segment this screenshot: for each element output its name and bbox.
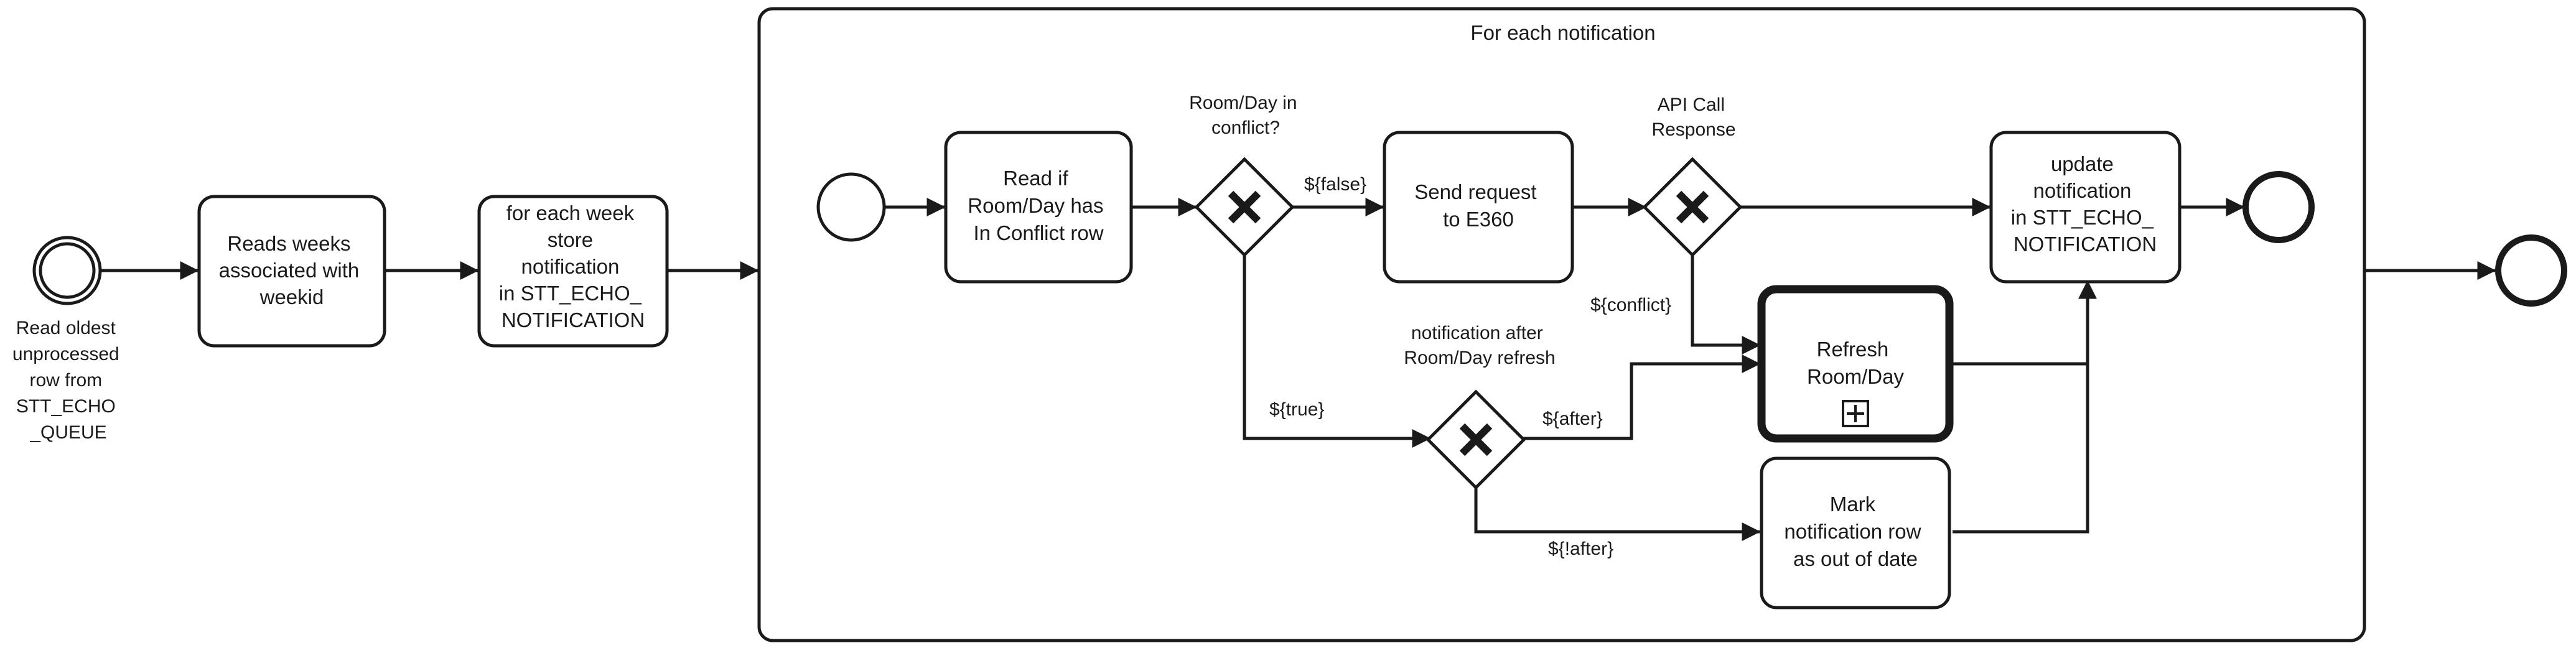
gateway-api-response-label: API Call Response: [1651, 95, 1735, 140]
task-label-line: Room/Day: [1807, 365, 1904, 388]
gateway-conflict[interactable]: [1194, 157, 1295, 257]
gateway-label-line: Response: [1651, 119, 1735, 140]
task-label-line: Mark: [1830, 493, 1876, 516]
inner-start-event[interactable]: [816, 172, 886, 242]
task-label: for each week store notification in STT_…: [499, 201, 647, 331]
task-store-notification[interactable]: for each week store notification in STT_…: [477, 195, 669, 348]
task-label-line: NOTIFICATION: [502, 308, 645, 331]
flow-refresh-to-update[interactable]: [1949, 280, 2097, 366]
start-event-label-line: row from: [29, 370, 102, 391]
task-label: Send request to E360: [1414, 180, 1542, 231]
task-label: Read if Room/Day has In Conflict row: [968, 167, 1109, 244]
sequence-flows: [101, 198, 2496, 541]
end-event[interactable]: [2495, 234, 2567, 307]
task-label-line: for each week: [506, 201, 635, 225]
subprocess-for-each-notification[interactable]: For each notification: [757, 7, 2366, 642]
task-read-conflict[interactable]: Read if Room/Day has In Conflict row: [944, 131, 1133, 284]
gateway-label-line: conflict?: [1211, 118, 1280, 138]
subprocess-title: For each notification: [1470, 21, 1655, 44]
task-update-notification[interactable]: update notification in STT_ECHO_ NOTIFIC…: [1989, 131, 2182, 284]
start-event-label-line: unprocessed: [12, 344, 119, 364]
flow-true-label: ${true}: [1269, 399, 1324, 420]
flow-not-after[interactable]: [1474, 485, 1761, 541]
task-label-line: notification: [521, 255, 620, 278]
start-event-label-line: _QUEUE: [29, 422, 106, 443]
flow-conflict[interactable]: [1691, 255, 1761, 354]
task-label-line: In Conflict row: [973, 221, 1103, 244]
gateway-after-refresh[interactable]: [1426, 389, 1526, 490]
task-label-line: in STT_ECHO_: [2011, 206, 2154, 229]
flow-not-after-label: ${!after}: [1548, 539, 1613, 559]
task-label-line: to E360: [1443, 208, 1514, 231]
task-label: update notification in STT_ECHO_ NOTIFIC…: [2011, 152, 2159, 256]
task-label-line: Reads weeks: [227, 232, 350, 255]
start-event-label-line: Read oldest: [16, 318, 116, 338]
task-label-line: Room/Day has: [968, 194, 1103, 217]
subprocess-refresh-roomday[interactable]: Refresh Room/Day: [1757, 285, 1954, 443]
start-event[interactable]: [32, 236, 102, 305]
gateway-label-line: Room/Day in: [1189, 93, 1297, 113]
gateway-after-refresh-label: notification after Room/Day refresh: [1404, 323, 1555, 368]
task-label-line: in STT_ECHO_: [499, 282, 642, 305]
task-label-line: NOTIFICATION: [2014, 233, 2157, 256]
gateway-api-response[interactable]: [1642, 157, 1743, 257]
task-label-line: notification: [2033, 179, 2132, 202]
task-label: Refresh Room/Day: [1807, 338, 1904, 388]
gateway-conflict-label: Room/Day in conflict?: [1189, 93, 1302, 138]
task-label-line: notification row: [1784, 520, 1921, 543]
flow-after[interactable]: [1500, 354, 1761, 440]
task-label-line: as out of date: [1793, 547, 1918, 570]
gateway-x-icon: [1676, 190, 1709, 224]
gateway-x-icon: [1228, 190, 1261, 224]
gateway-x-icon: [1459, 423, 1493, 456]
flow-false-label: ${false}: [1304, 174, 1366, 195]
task-label: Reads weeks associated with weekid: [219, 232, 365, 308]
task-label-line: Refresh: [1817, 338, 1889, 361]
task-label-line: store: [548, 228, 593, 251]
task-label: Mark notification row as out of date: [1784, 493, 1926, 570]
gateway-label-line: API Call: [1658, 95, 1725, 115]
flow-after-label: ${after}: [1542, 409, 1603, 429]
flow-true[interactable]: [1243, 255, 1431, 448]
task-mark-out-of-date[interactable]: Mark notification row as out of date: [1760, 456, 1951, 609]
gateway-label-line: Room/Day refresh: [1404, 348, 1555, 368]
inner-end-event[interactable]: [2242, 171, 2315, 243]
task-label-line: Read if: [1003, 167, 1068, 190]
start-event-label: Read oldest unprocessed row from STT_ECH…: [12, 318, 124, 443]
task-label-line: weekid: [259, 285, 324, 308]
gateway-label-line: notification after: [1411, 323, 1543, 343]
task-reads-weeks[interactable]: Reads weeks associated with weekid: [197, 195, 386, 348]
task-label-line: associated with: [219, 259, 360, 282]
flow-mark-to-update[interactable]: [1953, 364, 2089, 534]
task-send-request[interactable]: Send request to E360: [1383, 131, 1574, 284]
task-label-line: update: [2051, 152, 2114, 175]
expand-marker-icon[interactable]: [1842, 400, 1869, 427]
start-event-label-line: STT_ECHO: [16, 396, 116, 417]
flow-conflict-label: ${conflict}: [1590, 295, 1671, 315]
task-label-line: Send request: [1414, 180, 1536, 203]
